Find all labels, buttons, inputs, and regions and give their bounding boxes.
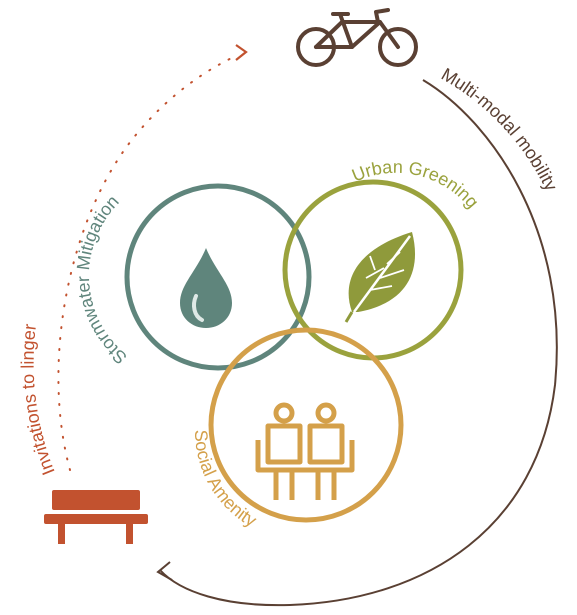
mobility-cycle-arc — [159, 79, 558, 607]
linger-dotted-arc — [57, 54, 239, 471]
stormwater-label: Stormwater Mitigation — [73, 191, 131, 368]
arrowhead-top-icon — [235, 44, 248, 61]
bicycle-icon — [296, 8, 418, 67]
people-seated-icon — [255, 402, 355, 500]
stormwater-circle — [124, 183, 312, 371]
amenity-label: Social Amenity — [191, 429, 260, 531]
multimodal-label: Multi-modal mobility — [438, 64, 561, 194]
leaf-icon — [344, 232, 416, 323]
arrowhead-bottom-icon — [156, 561, 173, 581]
water-drop-icon — [180, 248, 232, 328]
linger-label: Invitations to linger — [18, 323, 59, 478]
amenity-circle — [208, 327, 404, 523]
bench-icon — [44, 490, 148, 544]
